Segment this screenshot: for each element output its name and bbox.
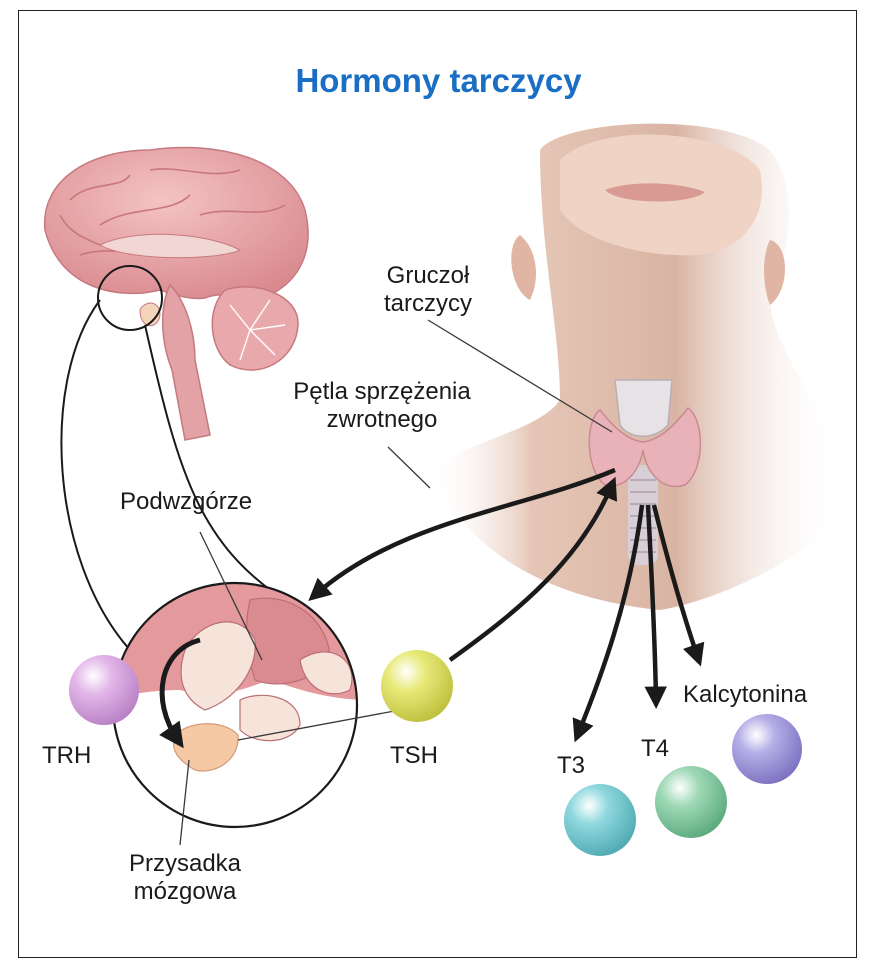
tsh-label: TSH <box>390 742 438 770</box>
hypothalamus-label: Podwzgórze <box>120 488 252 516</box>
calcitonin-sphere <box>732 714 802 784</box>
page-title: Hormony tarczycy <box>0 62 877 100</box>
feedback-label-line1: Pętla sprzężenia <box>272 378 492 406</box>
pituitary-label-line1: Przysadka <box>110 850 260 878</box>
calcitonin-label: Kalcytonina <box>683 681 807 709</box>
tsh-sphere <box>381 650 453 722</box>
thyroid-label-line2: tarczycy <box>368 290 488 318</box>
trh-sphere <box>69 655 139 725</box>
t4-sphere <box>655 766 727 838</box>
trh-label: TRH <box>42 742 91 770</box>
pituitary-label: Przysadka mózgowa <box>110 850 260 906</box>
t3-label: T3 <box>557 752 585 780</box>
feedback-label-line2: zwrotnego <box>272 406 492 434</box>
t4-label: T4 <box>641 735 669 763</box>
brain-illustration <box>45 148 308 441</box>
t3-sphere <box>564 784 636 856</box>
feedback-loop-label: Pętla sprzężenia zwrotnego <box>272 378 492 434</box>
thyroid-label: Gruczoł tarczycy <box>368 262 488 318</box>
hypothalamus-zoom-circle <box>100 575 370 827</box>
pituitary-label-line2: mózgowa <box>110 878 260 906</box>
thyroid-label-line1: Gruczoł <box>368 262 488 290</box>
